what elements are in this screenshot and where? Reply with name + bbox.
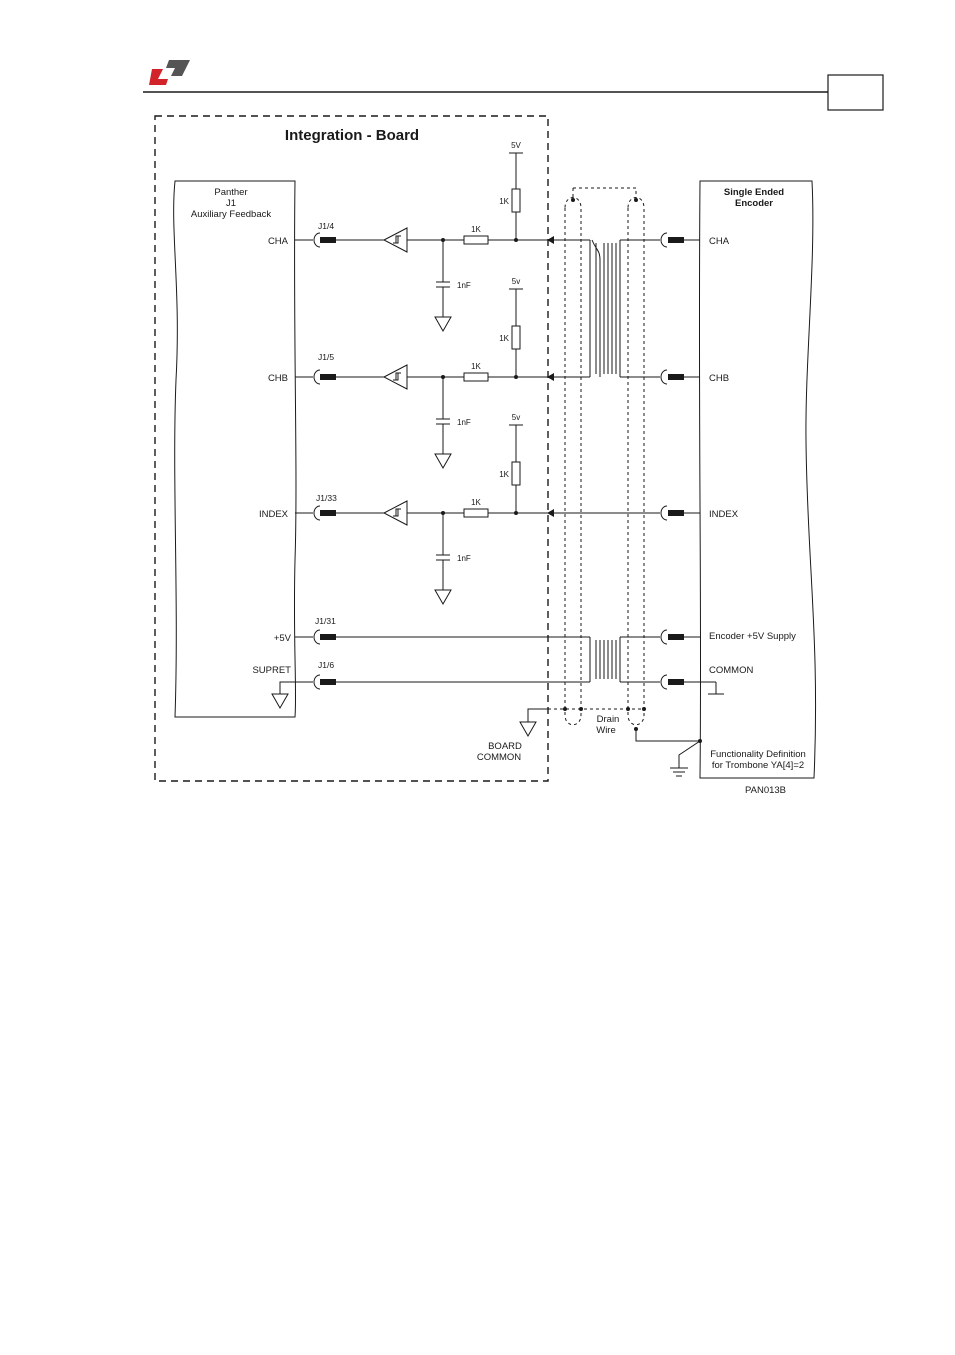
capacitor-icon bbox=[436, 555, 450, 560]
capacitor-value: 1nF bbox=[457, 418, 471, 427]
cable-shield: Drain Wire bbox=[548, 188, 702, 776]
encoder-connector-block-icon bbox=[668, 634, 684, 640]
encoder-footer-2: for Trombone YA[4]=2 bbox=[712, 760, 804, 771]
pullup-resistor-value: 1K bbox=[499, 470, 509, 479]
channel-chb: CHB J1/5 1K 1K 5v 1nF bbox=[268, 277, 729, 468]
page-number-box bbox=[828, 75, 883, 110]
panther-pin-label-cha: CHA bbox=[268, 236, 289, 247]
encoder-connector-block-icon bbox=[668, 237, 684, 243]
series-resistor-value: 1K bbox=[471, 362, 481, 371]
series-resistor-icon bbox=[464, 509, 488, 517]
encoder-connector-block-icon bbox=[668, 679, 684, 685]
ground-triangle-icon bbox=[435, 454, 451, 468]
panther-pin-label-chb: CHB bbox=[268, 373, 288, 384]
panther-pin-label-5v: +5V bbox=[274, 633, 292, 644]
series-resistor-value: 1K bbox=[471, 225, 481, 234]
supply-label: 5V bbox=[511, 141, 521, 150]
encoder-box bbox=[699, 181, 815, 778]
channel-index: INDEX J1/33 1K 1K 5v 1nF bbox=[259, 413, 739, 604]
connector-block-icon bbox=[320, 510, 336, 516]
board-common: BOARD COMMON bbox=[477, 709, 548, 763]
ground-triangle-icon bbox=[435, 317, 451, 331]
pullup-resistor-icon bbox=[512, 462, 520, 485]
encoder-pin-label-chb: CHB bbox=[709, 373, 729, 384]
figure-code: PAN013B bbox=[745, 785, 786, 796]
encoder-footer-1: Functionality Definition bbox=[710, 749, 806, 760]
connector-block-icon bbox=[320, 634, 336, 640]
connector-pin-5v: J1/31 bbox=[315, 616, 336, 626]
panther-label-3: Auxiliary Feedback bbox=[191, 209, 272, 220]
header bbox=[143, 60, 883, 110]
connector-pin-index: J1/33 bbox=[316, 493, 337, 503]
series-resistor-icon bbox=[464, 236, 488, 244]
power-supret: SUPRET J1/6 COMMON bbox=[252, 660, 753, 708]
channel-cha: CHA J1/4 1K 1K 5V 1nF bbox=[268, 141, 730, 331]
pullup-resistor-value: 1K bbox=[499, 334, 509, 343]
board-common-label-1: BOARD bbox=[488, 741, 522, 752]
encoder-label-2: Encoder bbox=[735, 198, 773, 209]
capacitor-icon bbox=[436, 282, 450, 287]
panther-label-2: J1 bbox=[226, 198, 236, 209]
connector-pin-cha: J1/4 bbox=[318, 221, 334, 231]
capacitor-value: 1nF bbox=[457, 281, 471, 290]
encoder-pin-label-cha: CHA bbox=[709, 236, 730, 247]
encoder-pin-label-5v: Encoder +5V Supply bbox=[709, 631, 796, 642]
encoder-label-1: Single Ended bbox=[724, 187, 784, 198]
connector-pin-supret: J1/6 bbox=[318, 660, 334, 670]
ground-triangle-icon bbox=[435, 590, 451, 604]
schmitt-buffer-icon bbox=[384, 501, 407, 525]
twisted-pair-power bbox=[590, 637, 620, 682]
schmitt-buffer-icon bbox=[384, 365, 407, 389]
encoder-pin-label-common: COMMON bbox=[709, 665, 753, 676]
board-title: Integration - Board bbox=[285, 127, 419, 144]
ground-icon bbox=[272, 694, 288, 708]
drain-wire-label-1: Drain bbox=[597, 714, 620, 725]
pullup-resistor-icon bbox=[512, 326, 520, 349]
schmitt-buffer-icon bbox=[384, 228, 407, 252]
series-resistor-icon bbox=[464, 373, 488, 381]
capacitor-value: 1nF bbox=[457, 554, 471, 563]
earth-ground-icon bbox=[670, 768, 688, 776]
board-common-label-2: COMMON bbox=[477, 752, 521, 763]
drain-wire-label-2: Wire bbox=[596, 725, 616, 736]
pullup-resistor-value: 1K bbox=[499, 197, 509, 206]
encoder-connector-block-icon bbox=[668, 510, 684, 516]
panther-label-1: Panther bbox=[214, 187, 247, 198]
connector-block-icon bbox=[320, 374, 336, 380]
twisted-pair-cha-chb bbox=[554, 240, 660, 377]
supply-label: 5v bbox=[512, 413, 520, 422]
supply-label: 5v bbox=[512, 277, 520, 286]
panther-pin-label-supret: SUPRET bbox=[252, 665, 291, 676]
connector-block-icon bbox=[320, 237, 336, 243]
pullup-resistor-icon bbox=[512, 189, 520, 212]
board-ground-icon bbox=[520, 722, 536, 736]
connector-block-icon bbox=[320, 679, 336, 685]
panther-pin-label-index: INDEX bbox=[259, 509, 289, 520]
connector-pin-chb: J1/5 bbox=[318, 352, 334, 362]
encoder-pin-label-index: INDEX bbox=[709, 509, 739, 520]
capacitor-icon bbox=[436, 419, 450, 424]
encoder-connector-block-icon bbox=[668, 374, 684, 380]
elmo-logo-icon bbox=[149, 60, 190, 85]
power-5v: +5V J1/31 Encoder +5V Supply bbox=[274, 616, 796, 644]
series-resistor-value: 1K bbox=[471, 498, 481, 507]
